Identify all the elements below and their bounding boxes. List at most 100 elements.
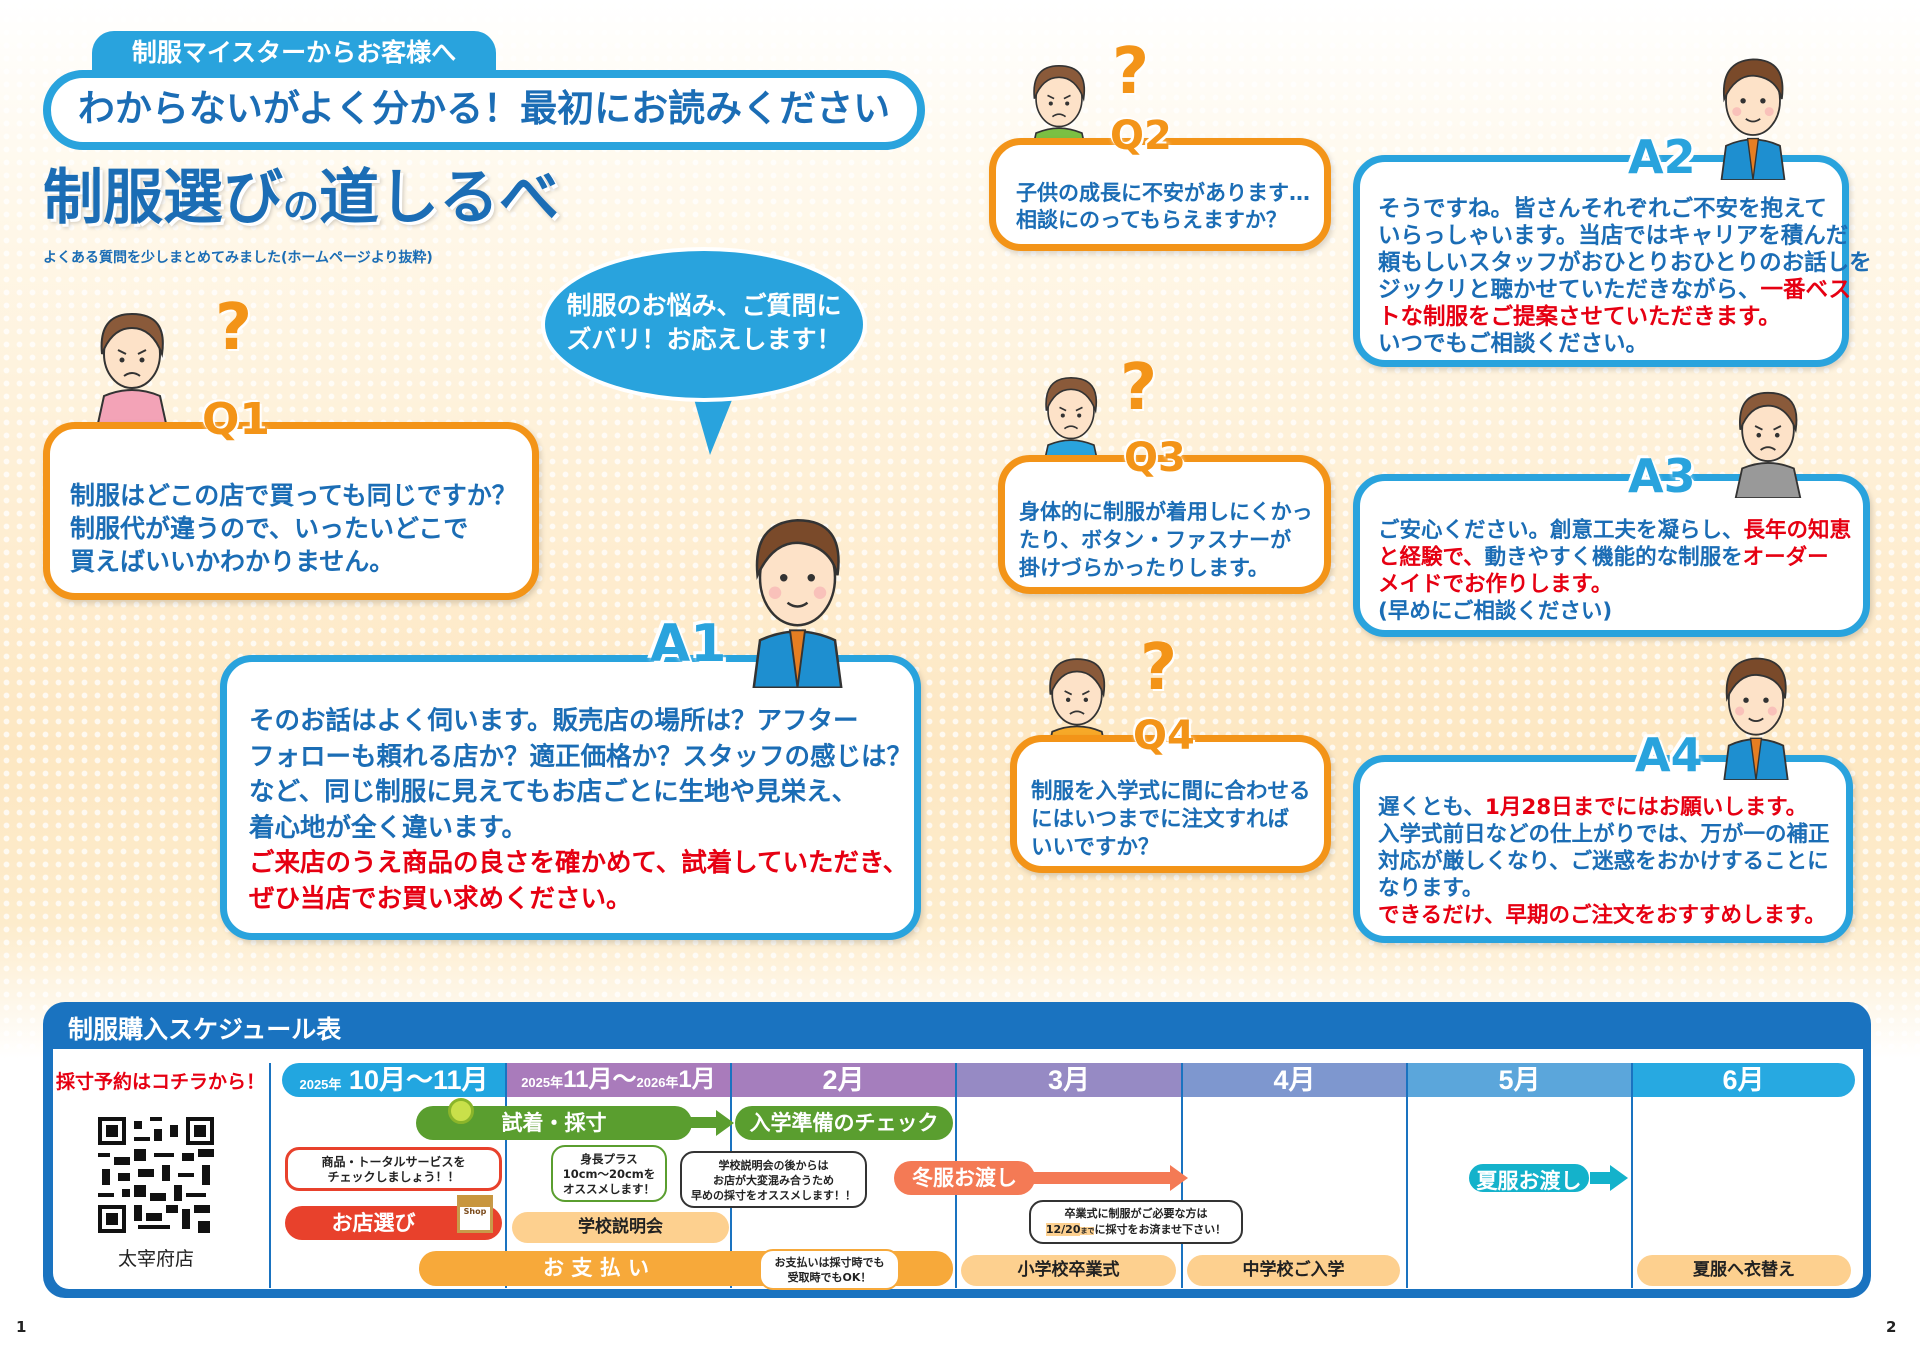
answer-box-a2: そうですね。皆さんそれぞれご不安を抱えて いらっしゃいます。当店ではキャリアを積… [1353,155,1872,367]
month-label: 11月～ [563,1066,637,1093]
note-line: 学校説明会の後からは [718,1159,829,1172]
a3-text: (早めにご相談ください) [1378,599,1613,624]
a3-highlight: オーダー [1742,545,1829,570]
month-may: 5月 [1407,1063,1632,1097]
month-apr: 4月 [1182,1063,1407,1097]
header-banner: わからないがよく分かる！最初にお読みください [43,70,925,150]
q2-label: Q2 [1110,113,1172,159]
a1-line-highlight: ご来店のうえ商品の良さを確かめて、試着していただき、 [249,848,909,878]
year-label: 2026年 [636,1075,679,1090]
arrow-right-icon [716,1110,734,1136]
a4-text: 対応が厳しくなり、ご迷惑をおかけすることに [1378,849,1829,874]
staff-man-illustration [1710,644,1802,780]
page-number-left: 1 [16,1318,27,1336]
winter-delivery-bar: 冬服お渡し [894,1161,1035,1195]
a1-label: A1 [650,614,727,674]
entry-check-bar: 入学準備のチェック [735,1106,953,1140]
a1-line: など、同じ制服に見えてもお店ごとに生地や見栄え、 [249,777,858,807]
month-oct-nov: 2025年 10月～11月 [282,1063,506,1097]
a3-label: A3 [1628,449,1696,503]
shop-sign: Shop [463,1207,487,1216]
deadline-date: 12/20 [1045,1223,1081,1236]
q3-line: 掛けづらかったりします。 [1019,556,1269,580]
store-name: 太宰府店 [117,1248,194,1270]
header-tab: 制服マイスターからお客様へ [92,31,496,75]
summer-change-bar: 夏服へ衣替え [1637,1255,1851,1286]
note-briefing: 学校説明会の後からはお店が大変混み合うため早めの採寸をオススメします！！ [680,1151,867,1208]
a1-line: そのお話はよく伺います。販売店の場所は？アフター [249,706,859,736]
speech-bubble: 制服のお悩み、ご質問にズバリ！お応えします！ [545,251,863,398]
a3-text: 動きやすく機能的な制服を [1484,545,1743,570]
question-mark-icon: ? [1120,351,1158,425]
q1-label: Q1 [202,394,271,445]
measuring-tape-icon [448,1098,474,1124]
q1-line: 制服はどこの店で買っても同じですか？ [70,481,517,510]
a3-highlight: と経験で、 [1378,545,1485,570]
staff-man-illustration [1708,45,1798,180]
divider [1406,1063,1408,1288]
a2-label: A2 [1628,130,1696,184]
schedule-title: 制服購入スケジュール表 [68,1015,342,1044]
q4-line: 制服を入学式に間に合わせる [1031,779,1311,804]
note-line: 商品・トータルサービスを [321,1155,466,1169]
arrow-shaft [690,1117,718,1128]
title-part: の [283,186,320,227]
arrow-shaft [1030,1172,1172,1184]
question-mark-icon: ? [1112,35,1150,109]
a4-highlight: 1月28日までにはお願いします。 [1484,795,1808,820]
a1-line: フォローも頼れる店か？適正価格か？スタッフの感じは？ [249,741,913,772]
note-line: 受取時でもOK！ [787,1271,872,1284]
a3-highlight: メイドでお作りします。 [1378,572,1613,597]
divider [269,1063,271,1288]
question-box-q1: 制服はどこの店で買っても同じですか？ 制服代が違うので、いったいどこで 買えばい… [43,422,539,600]
page-title: 制服選びの道しるべ [43,165,559,231]
arrow-right-icon [1170,1165,1188,1191]
a3-text: ご安心ください。創意工夫を凝らし、 [1378,518,1744,543]
divider [505,1063,507,1288]
question-box-q4: 制服を入学式に間に合わせる にはいつまでに注文すれば いいですか？ [1010,735,1331,873]
staff-man-illustration [735,500,860,688]
year-label: 2025年 [521,1075,564,1090]
shop-icon: Shop [457,1195,493,1233]
q1-line: 買えばいいかわかりません。 [70,547,395,576]
note-line: お店が大変混み合うため [713,1174,834,1187]
a4-text: 遅くとも、 [1378,795,1485,820]
q4-label: Q4 [1133,713,1195,759]
page-number-right: 2 [1886,1318,1897,1336]
answer-box-a3: ご安心ください。創意工夫を凝らし、長年の知恵 と経験で、動きやすく機能的な制服を… [1353,474,1870,637]
question-mark-icon: ? [215,291,253,365]
month-nov-jan: 2025年11月～2026年1月 [506,1063,731,1097]
reserve-label: 採寸予約はコチラから！ [56,1071,266,1093]
a2-highlight: トな制服をご提案させていただきます。 [1378,304,1781,330]
bubble-line: ズバリ！お応えします！ [566,325,842,354]
qr-code[interactable] [98,1117,214,1233]
q1-line: 制服代が違うので、いったいどこで [70,514,469,543]
note-line: まで [1080,1227,1095,1235]
arrow-right-icon [1610,1165,1628,1191]
a1-line: 着心地が全く違います。 [249,812,527,843]
q2-line: 子供の成長に不安があります… [1016,181,1310,205]
q4-line: にはいつまでに注文すれば [1031,807,1290,832]
a4-text: なります。 [1378,876,1484,901]
note-services: 商品・トータルサービスをチェックしましょう！！ [285,1147,502,1191]
divider [1631,1063,1633,1288]
question-box-q2: 子供の成長に不安があります… 相談にのってもらえますか？ [989,138,1331,251]
q2-line: 相談にのってもらえますか？ [1016,208,1287,232]
q3-line: たり、ボタン・ファスナーが [1019,528,1292,552]
a2-line: 頼もしいスタッフがおひとりおひとりのお話しを [1378,250,1872,276]
summer-delivery-bar: 夏服お渡し [1466,1161,1592,1195]
a2-line: いらっしゃいます。当店ではキャリアを積んだ [1378,223,1849,249]
question-mark-icon: ? [1140,631,1178,705]
arrow-shaft [1590,1172,1612,1184]
title-part: 制服選び [43,163,283,233]
a2-line: ジックリと聴かせていただきながら、 [1378,277,1761,303]
elementary-graduation-bar: 小学校卒業式 [961,1255,1176,1286]
month-mar: 3月 [956,1063,1182,1097]
q4-line: いいですか？ [1031,835,1160,860]
a4-text: 入学式前日などの仕上がりでは、万が一の補正 [1378,822,1830,847]
a2-line: いつでもご相談ください。 [1378,331,1649,357]
title-part: 道しるべ [319,163,560,233]
year-label: 2025年 [299,1077,342,1092]
